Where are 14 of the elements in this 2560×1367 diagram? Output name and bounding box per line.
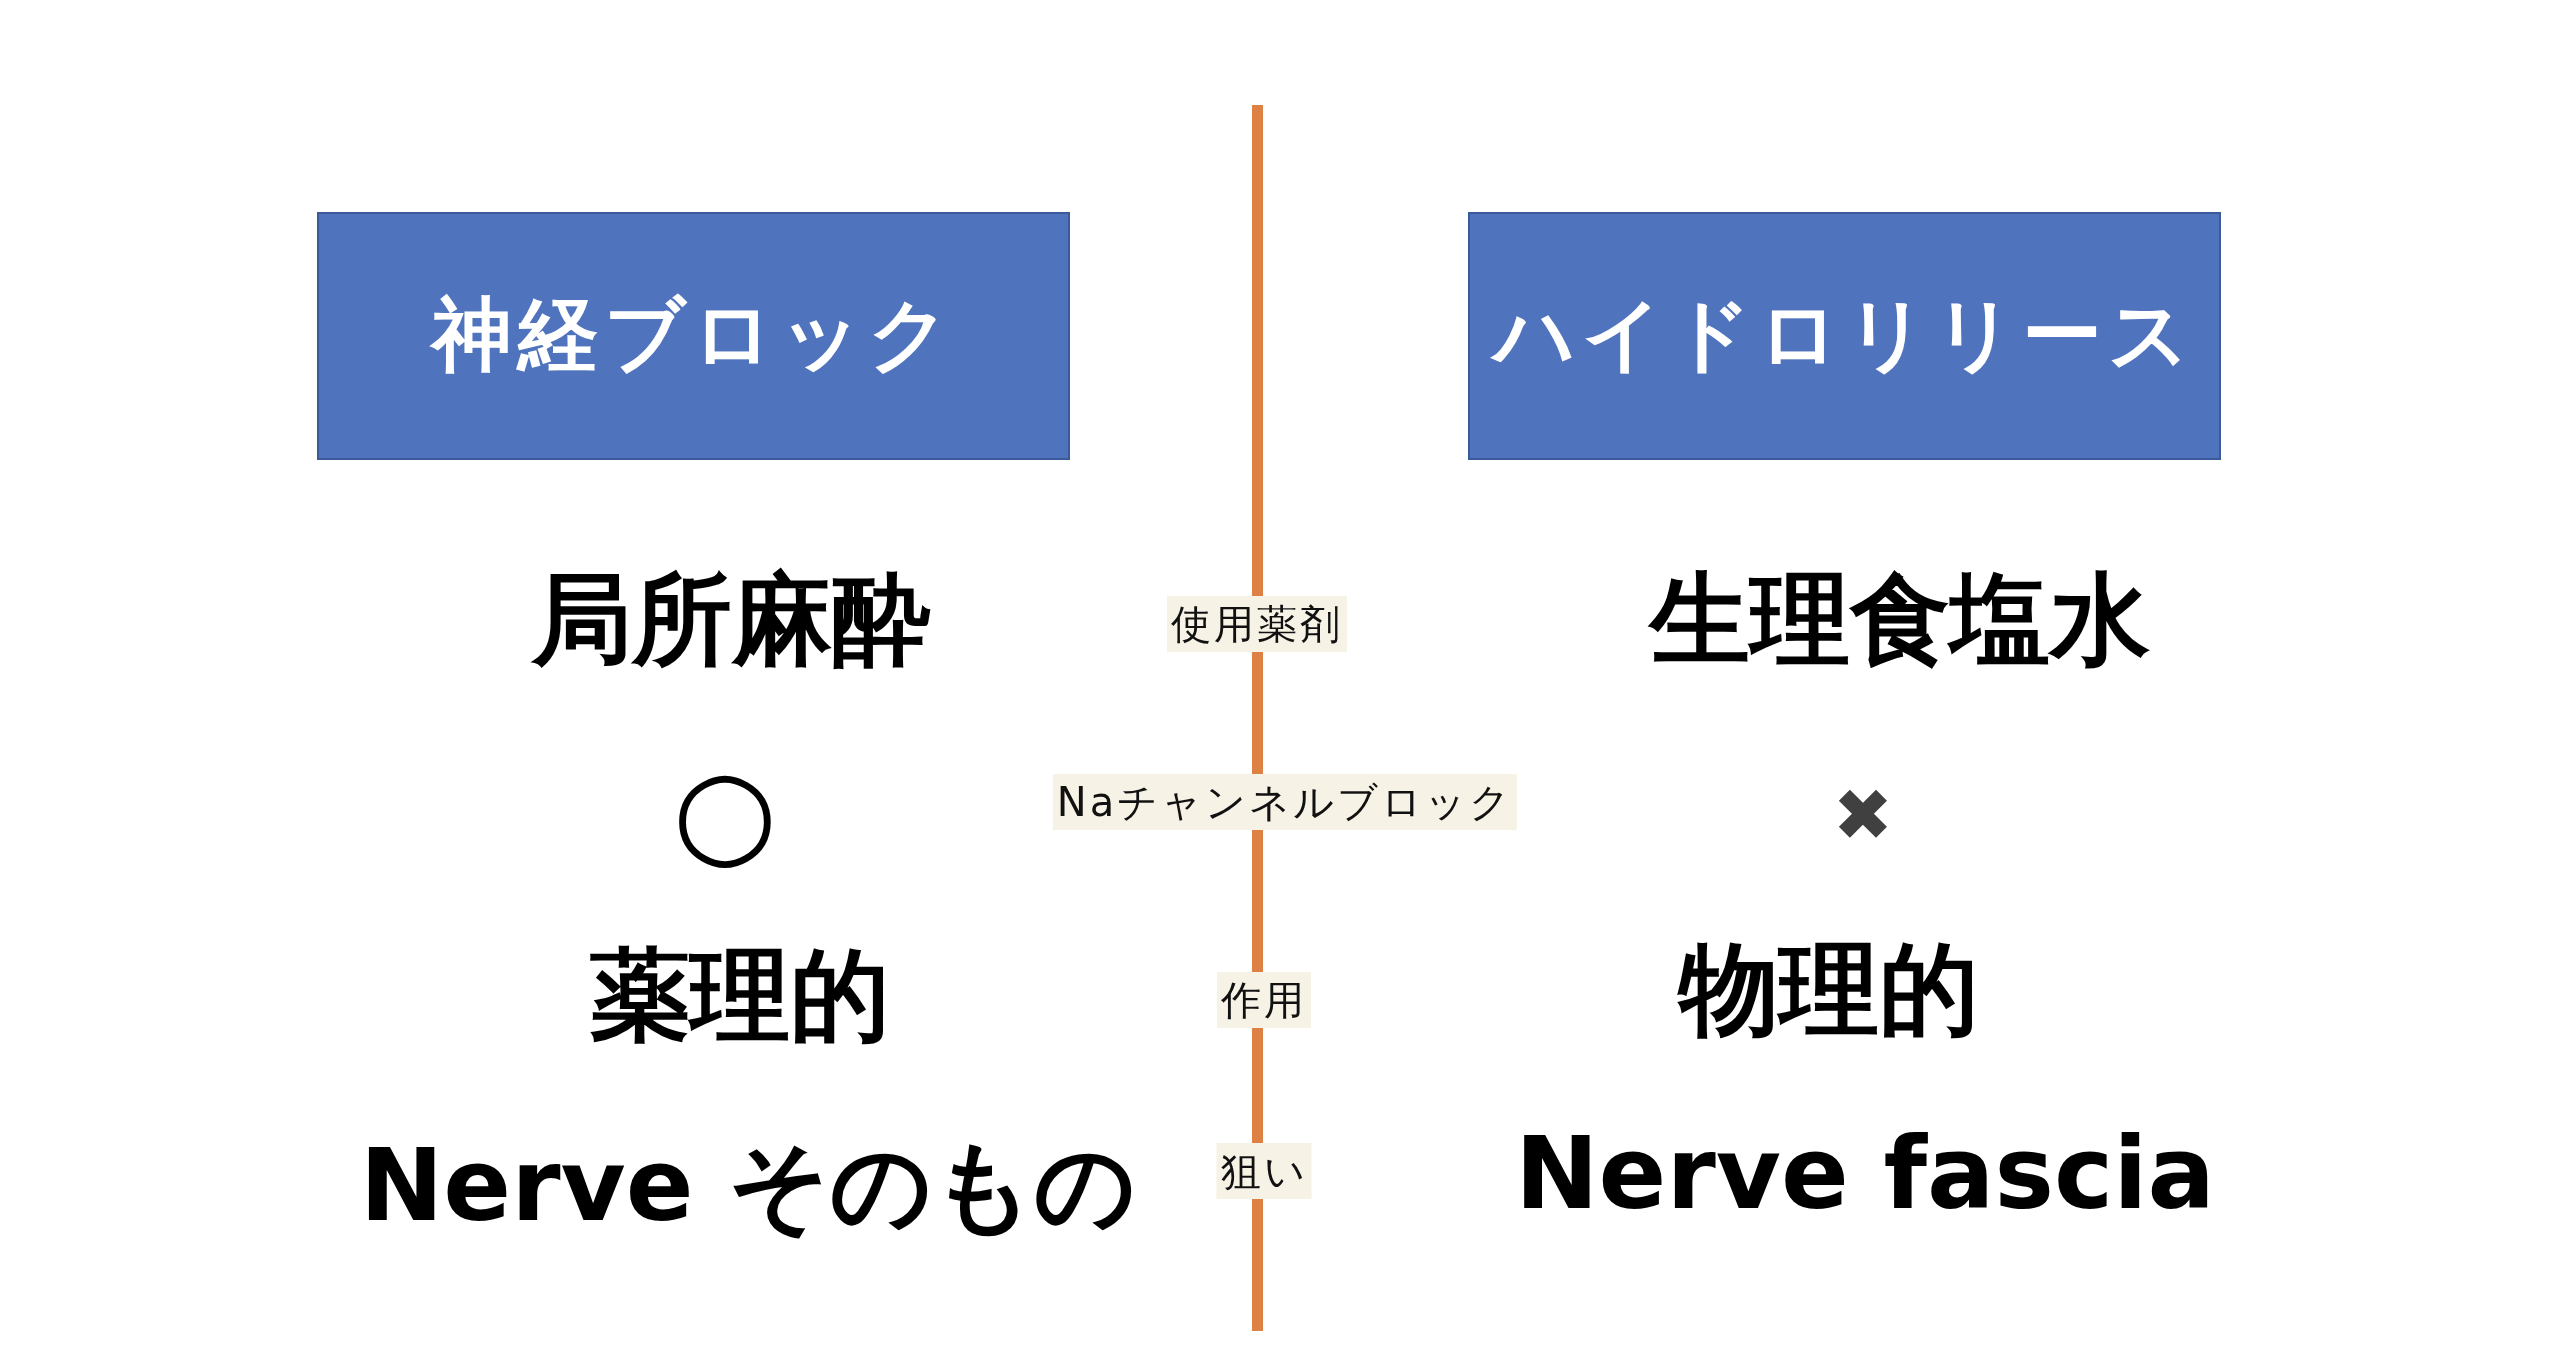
comparison-text: Nerve そのもの	[359, 1131, 1137, 1241]
comparison-text: Nerve fascia	[1514, 1119, 2216, 1229]
cross-mark: ✖	[1832, 779, 1894, 851]
comparison-text: 薬理的	[590, 941, 890, 1051]
row-heading: 狙い	[1216, 1143, 1312, 1199]
row-heading: 作用	[1217, 972, 1311, 1028]
comparison-text: 生理食塩水	[1650, 565, 2150, 675]
category-header: 神経ブロック	[317, 212, 1070, 460]
row-heading: 使用薬剤	[1167, 596, 1347, 652]
comparison-text: 局所麻酔	[532, 565, 932, 675]
category-header: ハイドロリリース	[1468, 212, 2221, 460]
circle-mark: ○	[672, 752, 778, 872]
comparison-text: 物理的	[1679, 935, 1979, 1045]
row-heading: Naチャンネルブロック	[1052, 774, 1518, 830]
